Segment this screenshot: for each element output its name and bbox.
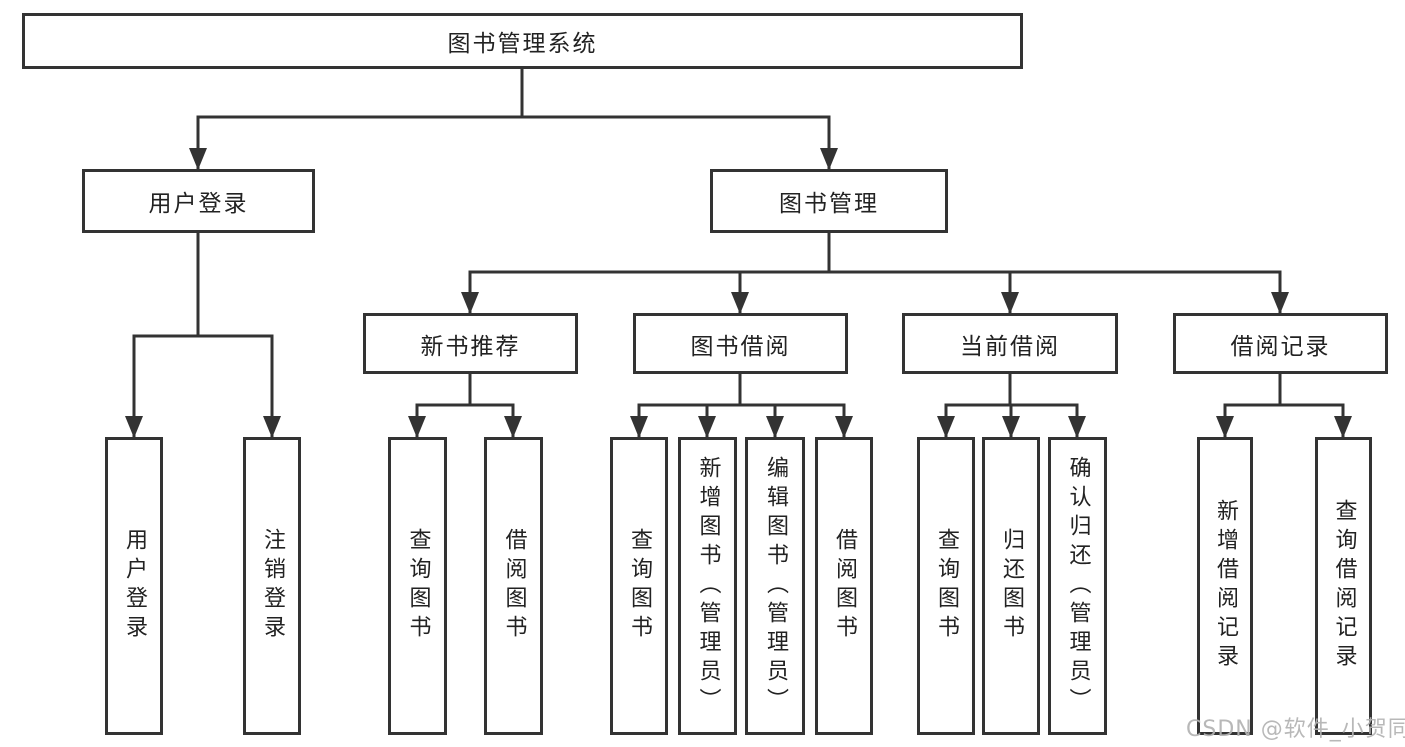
node-user-login-label: 用户登录	[148, 191, 249, 217]
leaf-current-return: 归还图书	[982, 437, 1040, 735]
leaf-newbooks-query: 查询图书	[388, 437, 447, 735]
leaf-current-confirm-label: 确认归还（管理员）	[1065, 455, 1091, 717]
node-root: 图书管理系统	[22, 13, 1023, 69]
node-borrow-records: 借阅记录	[1173, 313, 1388, 374]
leaf-current-return-label: 归还图书	[999, 528, 1024, 644]
watermark-text: CSDN @软件_小贺同学	[1186, 717, 1405, 742]
node-book-mgmt-label: 图书管理	[779, 191, 879, 217]
node-root-label: 图书管理系统	[447, 31, 598, 57]
node-book-borrow: 图书借阅	[633, 313, 848, 374]
leaf-logout: 注销登录	[243, 437, 301, 735]
node-book-borrow-label: 图书借阅	[690, 333, 791, 360]
node-new-books: 新书推荐	[363, 313, 578, 374]
leaf-borrow-borrow-label: 借阅图书	[832, 528, 857, 644]
leaf-borrow-query-label: 查询图书	[627, 528, 652, 644]
leaf-borrow-add: 新增图书（管理员）	[678, 437, 737, 735]
leaf-current-query-label: 查询图书	[934, 528, 959, 644]
leaf-current-query: 查询图书	[917, 437, 975, 735]
leaf-records-add: 新增借阅记录	[1197, 437, 1253, 735]
leaf-borrow-edit: 编辑图书（管理员）	[745, 437, 805, 735]
node-borrow-records-label: 借阅记录	[1230, 333, 1331, 360]
leaf-logout-label: 注销登录	[260, 528, 285, 644]
leaf-records-add-label: 新增借阅记录	[1213, 499, 1238, 673]
leaf-records-query: 查询借阅记录	[1315, 437, 1372, 735]
node-current-borrow: 当前借阅	[902, 313, 1118, 374]
node-new-books-label: 新书推荐	[420, 333, 521, 360]
leaf-newbooks-borrow-label: 借阅图书	[501, 528, 527, 644]
leaf-borrow-add-label: 新增图书（管理员）	[695, 455, 721, 717]
leaf-current-confirm: 确认归还（管理员）	[1048, 437, 1107, 735]
leaf-borrow-edit-label: 编辑图书（管理员）	[763, 455, 788, 717]
node-user-login: 用户登录	[82, 169, 315, 233]
leaf-user-login-label: 用户登录	[122, 528, 147, 644]
leaf-newbooks-borrow: 借阅图书	[484, 437, 543, 735]
leaf-records-query-label: 查询借阅记录	[1331, 499, 1357, 673]
leaf-user-login: 用户登录	[105, 437, 163, 735]
leaf-newbooks-query-label: 查询图书	[405, 528, 431, 644]
tree-edges	[125, 67, 1352, 439]
node-book-mgmt: 图书管理	[710, 169, 948, 233]
leaf-borrow-query: 查询图书	[610, 437, 668, 735]
leaf-borrow-borrow: 借阅图书	[815, 437, 873, 735]
node-current-borrow-label: 当前借阅	[960, 333, 1060, 360]
